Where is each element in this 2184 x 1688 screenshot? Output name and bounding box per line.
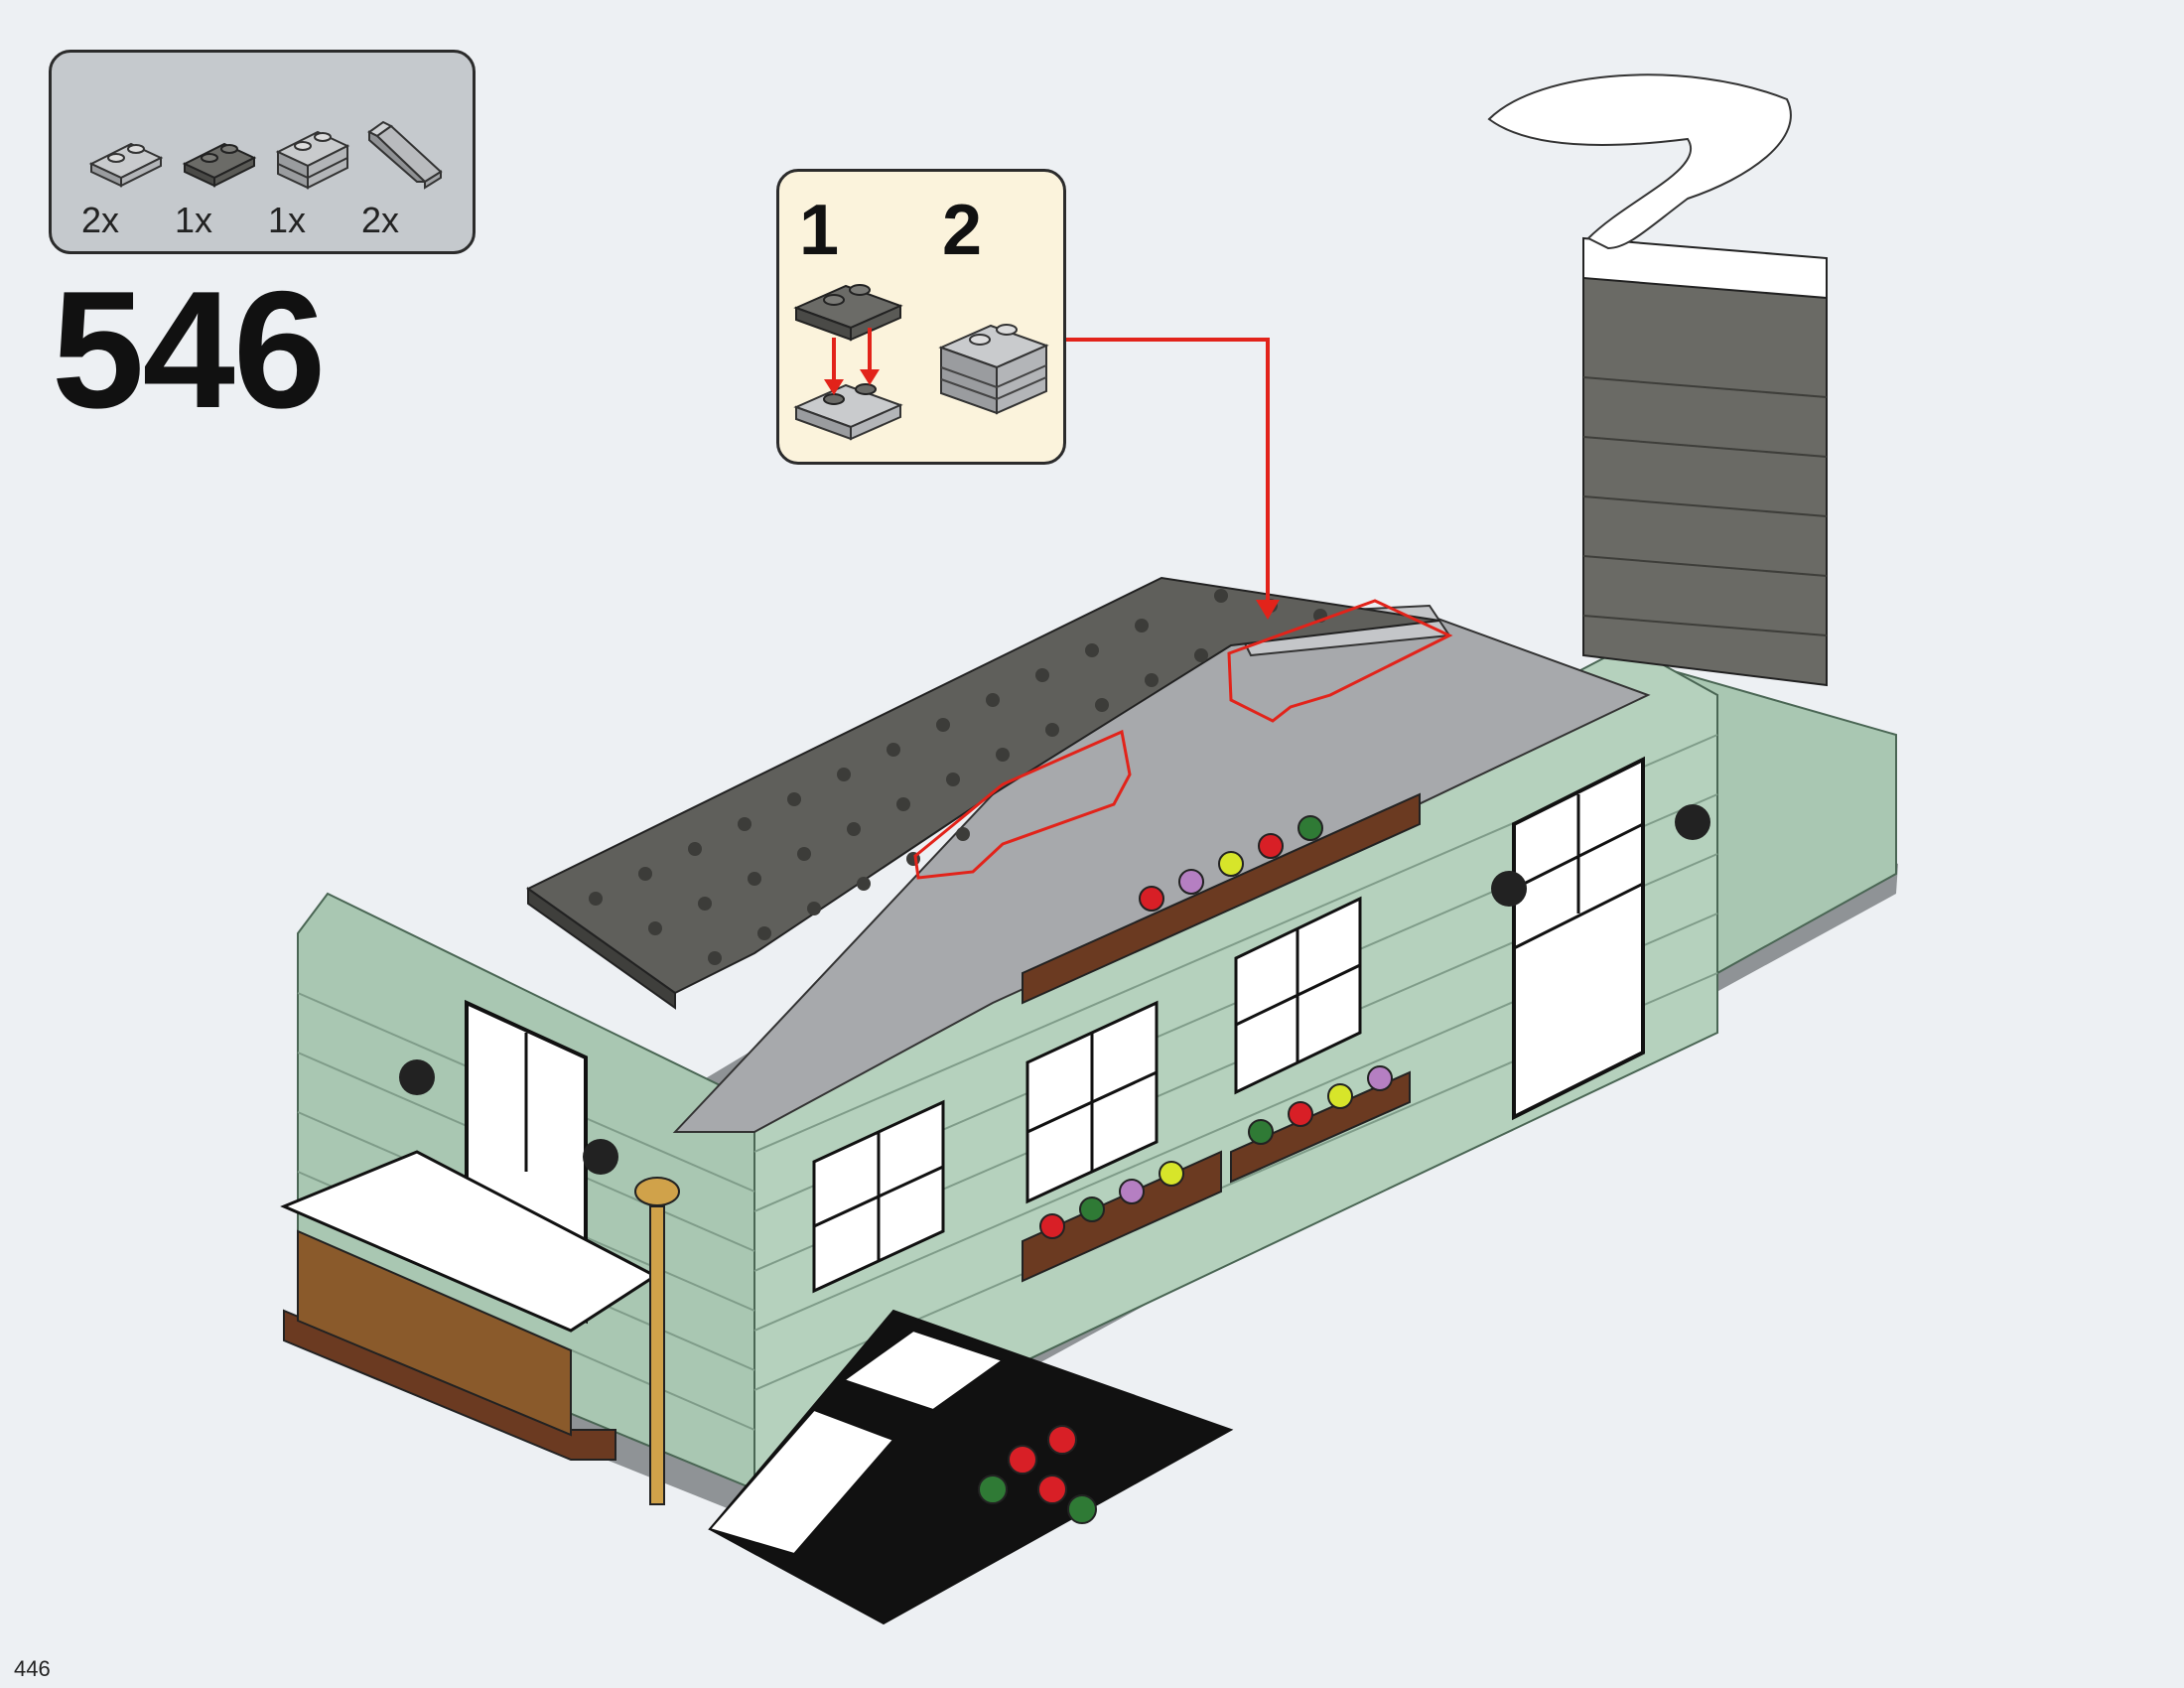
page-number: 446 <box>14 1656 51 1681</box>
light-gray-slope-icon <box>367 120 443 190</box>
sub-step-label: 1 <box>799 191 840 270</box>
light-gray-brick-1x2-icon <box>275 130 350 190</box>
placement-highlight <box>1227 599 1453 723</box>
front-steps <box>708 1309 1234 1625</box>
flower-box <box>1022 1150 1222 1283</box>
sub-assembly-callout: 1 2 <box>776 169 1066 465</box>
part-item: 2x <box>361 82 451 240</box>
roof-plate <box>526 576 1440 995</box>
parts-list: 2x 1x 1x 2x <box>49 50 476 254</box>
chimney <box>1582 256 1828 687</box>
window <box>812 1099 945 1294</box>
roof-studs <box>589 589 1327 965</box>
balcony <box>280 1150 658 1461</box>
chimney-smoke <box>1487 73 1792 250</box>
sub-assembly-illustration <box>793 284 1049 441</box>
chimney-bricks <box>1582 376 1828 636</box>
flower-box <box>1022 792 1421 1005</box>
door <box>1512 756 1645 1121</box>
lamp-post <box>634 1177 680 1505</box>
flower-box <box>1230 1065 1411 1184</box>
part-item: 1x <box>175 82 264 240</box>
placement-highlight <box>913 729 1132 880</box>
step-number: 546 <box>52 256 326 443</box>
callout-arrowhead <box>1256 600 1280 620</box>
wall-lamp <box>399 804 1710 1175</box>
part-quantity: 2x <box>361 200 400 240</box>
dark-gray-plate-1x2-icon <box>182 142 257 188</box>
part-quantity: 1x <box>175 200 213 240</box>
part-quantity: 2x <box>81 200 120 240</box>
sub-step-label: 2 <box>942 191 983 270</box>
part-quantity: 1x <box>268 200 307 240</box>
callout-connector <box>1066 338 1270 612</box>
light-gray-plate-1x2-icon <box>88 142 164 188</box>
window <box>1234 896 1362 1095</box>
part-item: 2x <box>81 82 171 240</box>
window <box>1025 1000 1159 1204</box>
part-item: 1x <box>268 82 357 240</box>
roof-plate-edge <box>527 887 676 1010</box>
chimney-cap <box>1582 236 1828 300</box>
